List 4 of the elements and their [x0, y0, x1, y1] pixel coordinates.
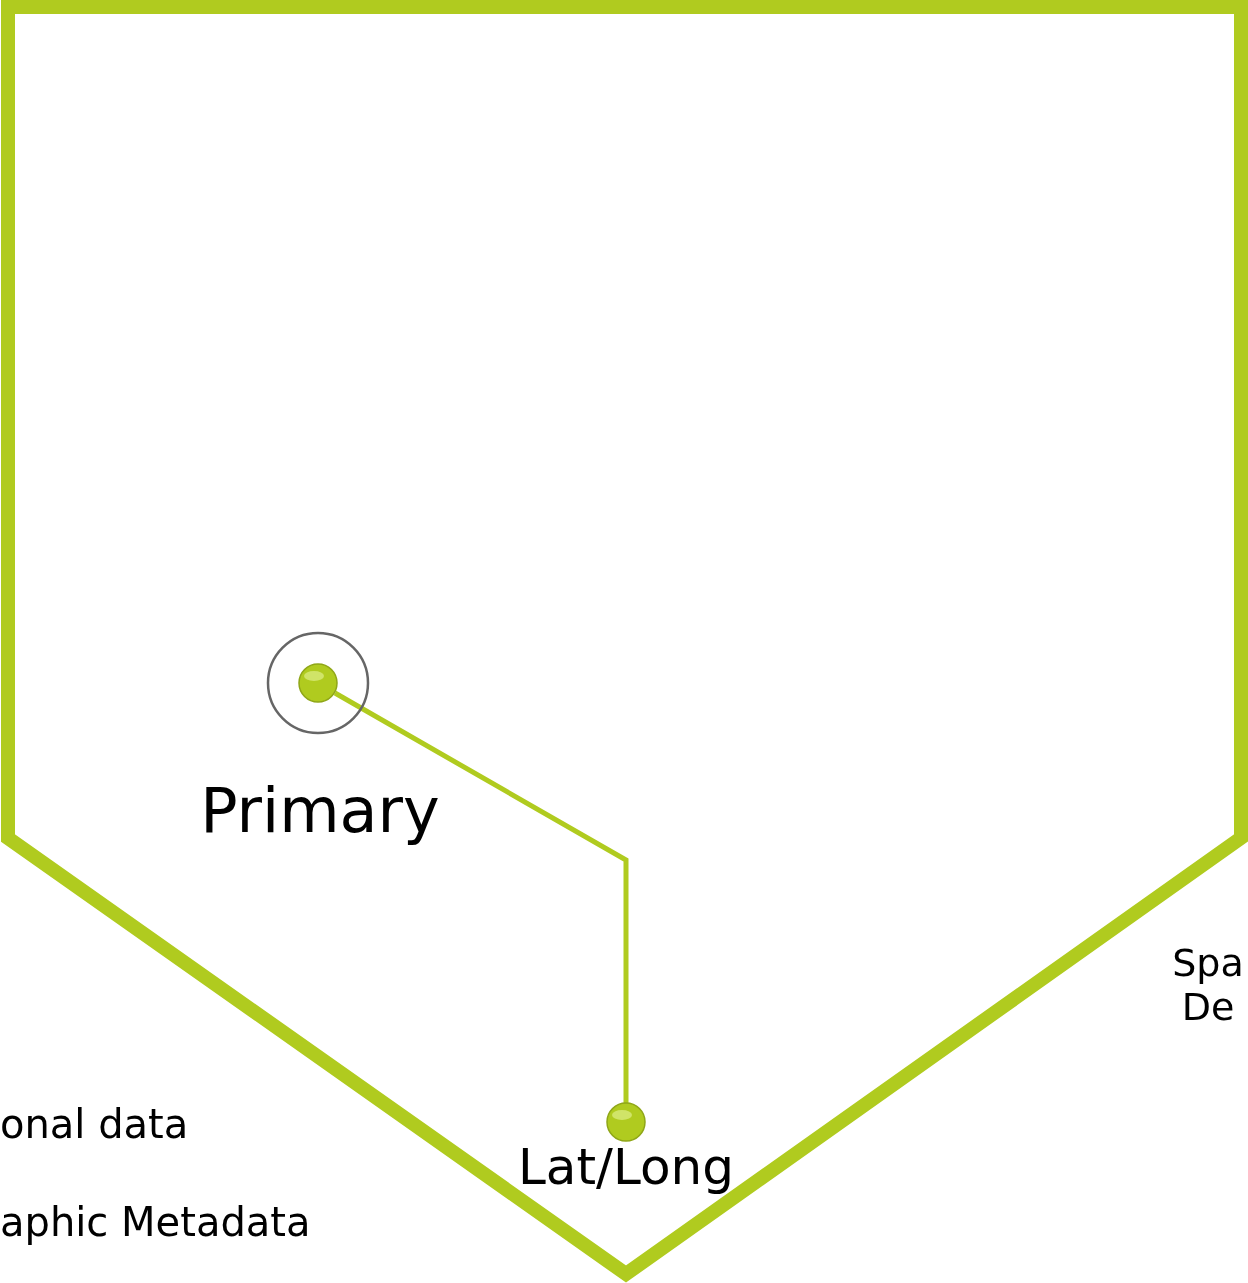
- connector-line: [333, 690, 629, 1103]
- point-label: Lat/Long: [517, 1142, 735, 1192]
- text-label: Spa De: [1171, 942, 1245, 1030]
- text-label: onal data: [0, 1104, 189, 1144]
